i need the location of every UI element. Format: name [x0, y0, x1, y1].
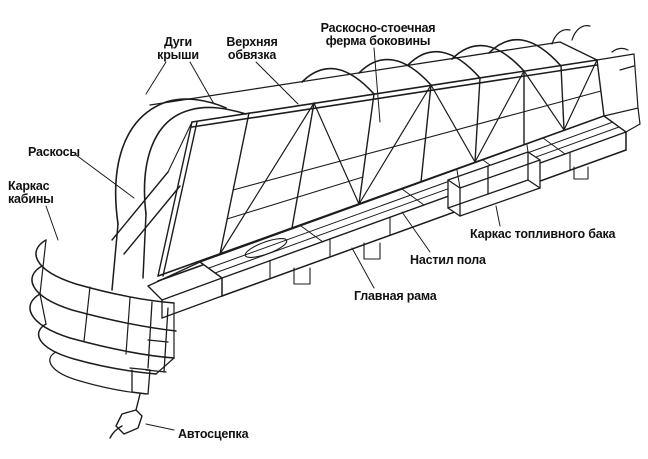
cabin-frame	[29, 213, 177, 395]
labels: Дуги крыши Верхняя обвязка Раскосно-стое…	[8, 21, 617, 441]
label-fuel-tank-frame: Каркас топливного бака	[470, 227, 617, 241]
label-cabin-frame-2: кабины	[8, 192, 54, 206]
label-side-truss-2: ферма боковины	[326, 34, 431, 48]
label-roof-arches-2: крыши	[157, 48, 199, 62]
label-main-frame: Главная рама	[354, 289, 438, 303]
truss-posts	[157, 59, 605, 277]
label-cabin-frame: Каркас	[8, 179, 50, 193]
diagonal-braces	[111, 121, 193, 255]
leader-lines	[45, 47, 501, 431]
rear-end-fittings	[551, 25, 641, 133]
label-roof-arches: Дуги	[164, 35, 192, 49]
far-roof-rail	[149, 41, 598, 106]
label-braces: Раскосы	[28, 145, 80, 159]
truss-diagonals	[219, 59, 598, 255]
label-coupler: Автосцепка	[178, 427, 250, 441]
label-upper-binding: Верхняя	[226, 35, 277, 49]
upper-binding-rail	[191, 59, 598, 128]
label-floor-decking: Настил пола	[410, 253, 487, 267]
front-frame	[129, 261, 223, 395]
main-frame	[221, 131, 627, 297]
truss-mid-rails	[226, 90, 602, 220]
label-side-truss: Раскосно-стоечная	[321, 21, 436, 35]
label-upper-binding-2: обвязка	[228, 48, 277, 62]
fuel-tank-frame	[447, 144, 541, 217]
coupler	[109, 393, 143, 439]
